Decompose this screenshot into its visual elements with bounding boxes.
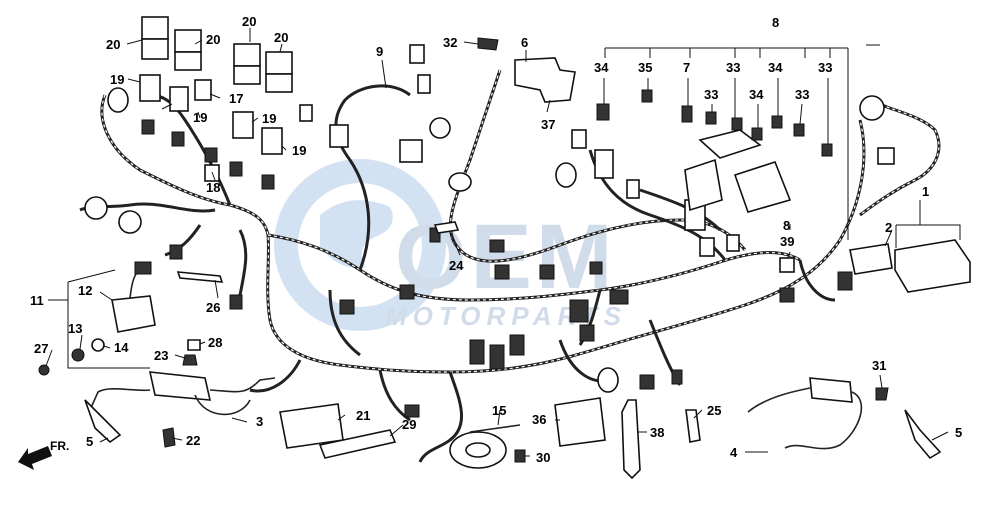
small-connectors	[141, 44, 895, 418]
callout-9: 9	[376, 44, 383, 59]
callout-24: 24	[449, 258, 464, 273]
callout-23: 23	[154, 348, 168, 363]
callout-34-c: 34	[749, 87, 764, 102]
callout-36: 36	[532, 412, 546, 427]
callout-19-b: 19	[193, 110, 207, 125]
callout-7: 7	[683, 60, 690, 75]
callout-37: 37	[541, 117, 555, 132]
group-brackets	[67, 47, 961, 369]
ignition-coil-4	[747, 377, 863, 450]
callout-5-left: 5	[86, 434, 93, 449]
callout-6: 6	[521, 35, 528, 50]
horn-15	[449, 424, 521, 469]
callout-12: 12	[78, 283, 92, 298]
ignition-coil-3	[89, 371, 276, 416]
callout-33-b: 33	[704, 87, 718, 102]
parts	[38, 16, 971, 480]
callout-35: 35	[638, 60, 652, 75]
callout-25: 25	[707, 403, 721, 418]
callout-5-right: 5	[955, 425, 962, 440]
hardware	[162, 37, 889, 463]
callout-18: 18	[206, 180, 220, 195]
fuses	[596, 89, 833, 273]
callout-33-c: 33	[795, 87, 809, 102]
callout-28: 28	[208, 335, 222, 350]
fr-label: FR.	[50, 439, 69, 453]
cdi-unit	[849, 239, 971, 293]
module-36	[554, 397, 606, 447]
callouts: 1 2 3 4 5 5 6 7 8 8 9 11 12 13 14 15 17 …	[30, 14, 962, 465]
strap-38	[621, 399, 641, 480]
watermark-continent	[320, 200, 393, 268]
callout-22: 22	[186, 433, 200, 448]
watermark-logo: OEM	[395, 206, 617, 308]
callout-29: 29	[402, 417, 416, 432]
callout-17: 17	[229, 91, 243, 106]
callout-20-d: 20	[274, 30, 288, 45]
callout-19-c: 19	[262, 111, 276, 126]
callout-4: 4	[730, 445, 738, 460]
relay-group-20	[141, 16, 293, 93]
callout-19-d: 19	[292, 143, 306, 158]
callout-13: 13	[68, 321, 82, 336]
callout-20-a: 20	[106, 37, 120, 52]
fr-arrow-icon	[18, 446, 52, 470]
callout-15: 15	[492, 403, 506, 418]
callout-34-b: 34	[768, 60, 783, 75]
strap-29	[318, 429, 397, 459]
leader-lines	[45, 28, 949, 457]
bracket-plate	[514, 57, 576, 103]
fr-marker: FR.	[18, 439, 69, 470]
callout-8-top: 8	[772, 15, 779, 30]
regulator-12	[38, 261, 156, 376]
callout-19-a: 19	[110, 72, 124, 87]
fuse-box	[684, 129, 792, 213]
callout-2: 2	[885, 220, 892, 235]
callout-33-a: 33	[726, 60, 740, 75]
callout-1: 1	[922, 184, 929, 199]
callout-27: 27	[34, 341, 48, 356]
round-connectors	[84, 87, 885, 393]
callout-33-d: 33	[818, 60, 832, 75]
relay-group-19	[139, 74, 283, 155]
callout-30: 30	[536, 450, 550, 465]
callout-20-c: 20	[242, 14, 256, 29]
callout-32: 32	[443, 35, 457, 50]
callout-3: 3	[256, 414, 263, 429]
callout-31: 31	[872, 358, 886, 373]
callout-20-b: 20	[206, 32, 220, 47]
callout-14: 14	[114, 340, 129, 355]
callout-34-a: 34	[594, 60, 609, 75]
callout-39: 39	[780, 234, 794, 249]
callout-8-lower: 8	[783, 218, 790, 233]
callout-26: 26	[206, 300, 220, 315]
callout-11: 11	[30, 293, 44, 308]
callout-21: 21	[356, 408, 370, 423]
callout-38: 38	[650, 425, 664, 440]
plug-caps	[84, 399, 942, 460]
